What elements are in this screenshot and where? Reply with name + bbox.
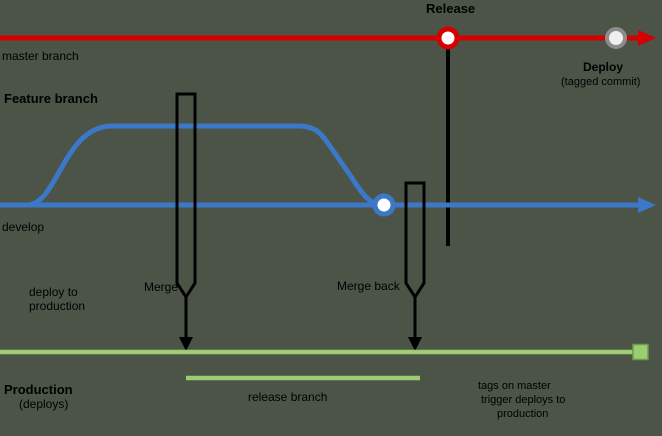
merge-left-label: Merge <box>144 280 178 294</box>
develop-arrowhead-icon <box>638 197 656 213</box>
develop-branch-label: develop <box>2 220 44 234</box>
merge-bracket-left <box>175 92 197 351</box>
production-sublabel: (deploys) <box>19 397 68 411</box>
deploy-label: Deploy <box>583 60 623 74</box>
feature-branch-curve <box>25 123 387 208</box>
caption-line3: production <box>497 408 548 420</box>
develop-branch-line <box>0 197 656 213</box>
production-line-group <box>0 343 649 361</box>
merge-bracket-right-outline <box>404 181 426 300</box>
master-branch-label: master branch <box>2 49 79 63</box>
merge-bracket-right <box>404 181 426 351</box>
caption-line2: trigger deploys to <box>481 394 565 406</box>
deploy-sublabel: (tagged commit) <box>561 76 640 88</box>
production-end-marker <box>632 343 649 361</box>
caption-line1: tags on master <box>478 380 551 392</box>
feature-branch-label: Feature branch <box>4 91 98 106</box>
deploy-note-line1: deploy to <box>29 285 78 299</box>
deploy-note-line2: production <box>29 299 85 313</box>
deploy-commit-marker <box>605 27 627 49</box>
production-label: Production <box>4 382 73 397</box>
merge-commit-marker <box>372 193 396 217</box>
release-commit-marker <box>436 26 460 50</box>
master-branch-line <box>0 30 656 46</box>
merge-right-label: Merge back <box>337 279 401 293</box>
merge-bracket-left-outline <box>175 92 197 300</box>
release-branch-label: release branch <box>248 390 327 404</box>
release-label: Release <box>426 1 475 16</box>
deploy-arrowhead-right-icon <box>408 337 422 351</box>
master-arrowhead-icon <box>638 30 656 46</box>
deploy-arrowhead-left-icon <box>179 337 193 351</box>
